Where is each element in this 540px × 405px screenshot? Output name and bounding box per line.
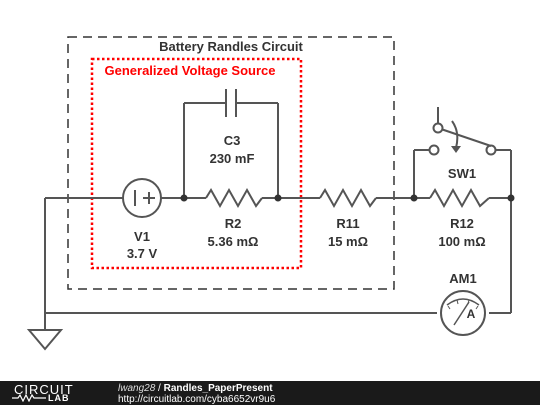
circuitlab-logo-bottom: LAB	[48, 393, 70, 403]
ground-symbol[interactable]	[26, 313, 64, 351]
am1-ammeter[interactable]: A	[440, 290, 486, 336]
sw1-switch[interactable]	[428, 107, 497, 156]
am1-name: AM1	[449, 271, 476, 286]
v1-name: V1	[134, 229, 150, 244]
c3-name: C3	[224, 133, 241, 148]
r2-resistor[interactable]	[205, 187, 263, 209]
r2-name: R2	[225, 216, 242, 231]
circuit-title-link[interactable]: Randles_PaperPresent	[163, 383, 273, 394]
battery-randles-box	[67, 36, 395, 290]
r12-value: 100 mΩ	[438, 234, 485, 249]
battery-randles-label: Battery Randles Circuit	[159, 39, 303, 54]
circuit-url[interactable]: http://circuitlab.com/cyba6652vr9u6	[118, 394, 276, 405]
r12-resistor[interactable]	[429, 187, 490, 209]
c3-value: 230 mF	[210, 151, 255, 166]
ammeter-letter: A	[467, 307, 476, 321]
r12-name: R12	[450, 216, 474, 231]
author-link[interactable]: lwang28	[118, 383, 156, 394]
r11-resistor[interactable]	[319, 187, 377, 209]
r11-value: 15 mΩ	[328, 234, 368, 249]
voltage-source-box	[90, 57, 303, 270]
footer-bar: CIRCUIT LAB lwang28 / Randles_PaperPrese…	[0, 381, 540, 405]
sw1-name: SW1	[448, 166, 476, 181]
v1-value: 3.7 V	[127, 246, 158, 261]
voltage-source-label: Generalized Voltage Source	[105, 63, 276, 78]
circuitlab-logo-top[interactable]: CIRCUIT	[14, 382, 74, 397]
logo-resistor-icon	[12, 394, 46, 402]
r11-name: R11	[336, 216, 359, 231]
circuit-meta: lwang28 / Randles_PaperPresent	[118, 383, 273, 394]
circuit-schematic: Battery Randles Circuit Generalized Volt…	[26, 36, 515, 351]
v1-source[interactable]	[122, 178, 162, 218]
junction-dots	[180, 194, 515, 202]
wires	[44, 102, 512, 314]
c3-capacitor[interactable]	[225, 89, 237, 117]
r2-value: 5.36 mΩ	[208, 234, 259, 249]
path-separator: /	[155, 383, 164, 394]
